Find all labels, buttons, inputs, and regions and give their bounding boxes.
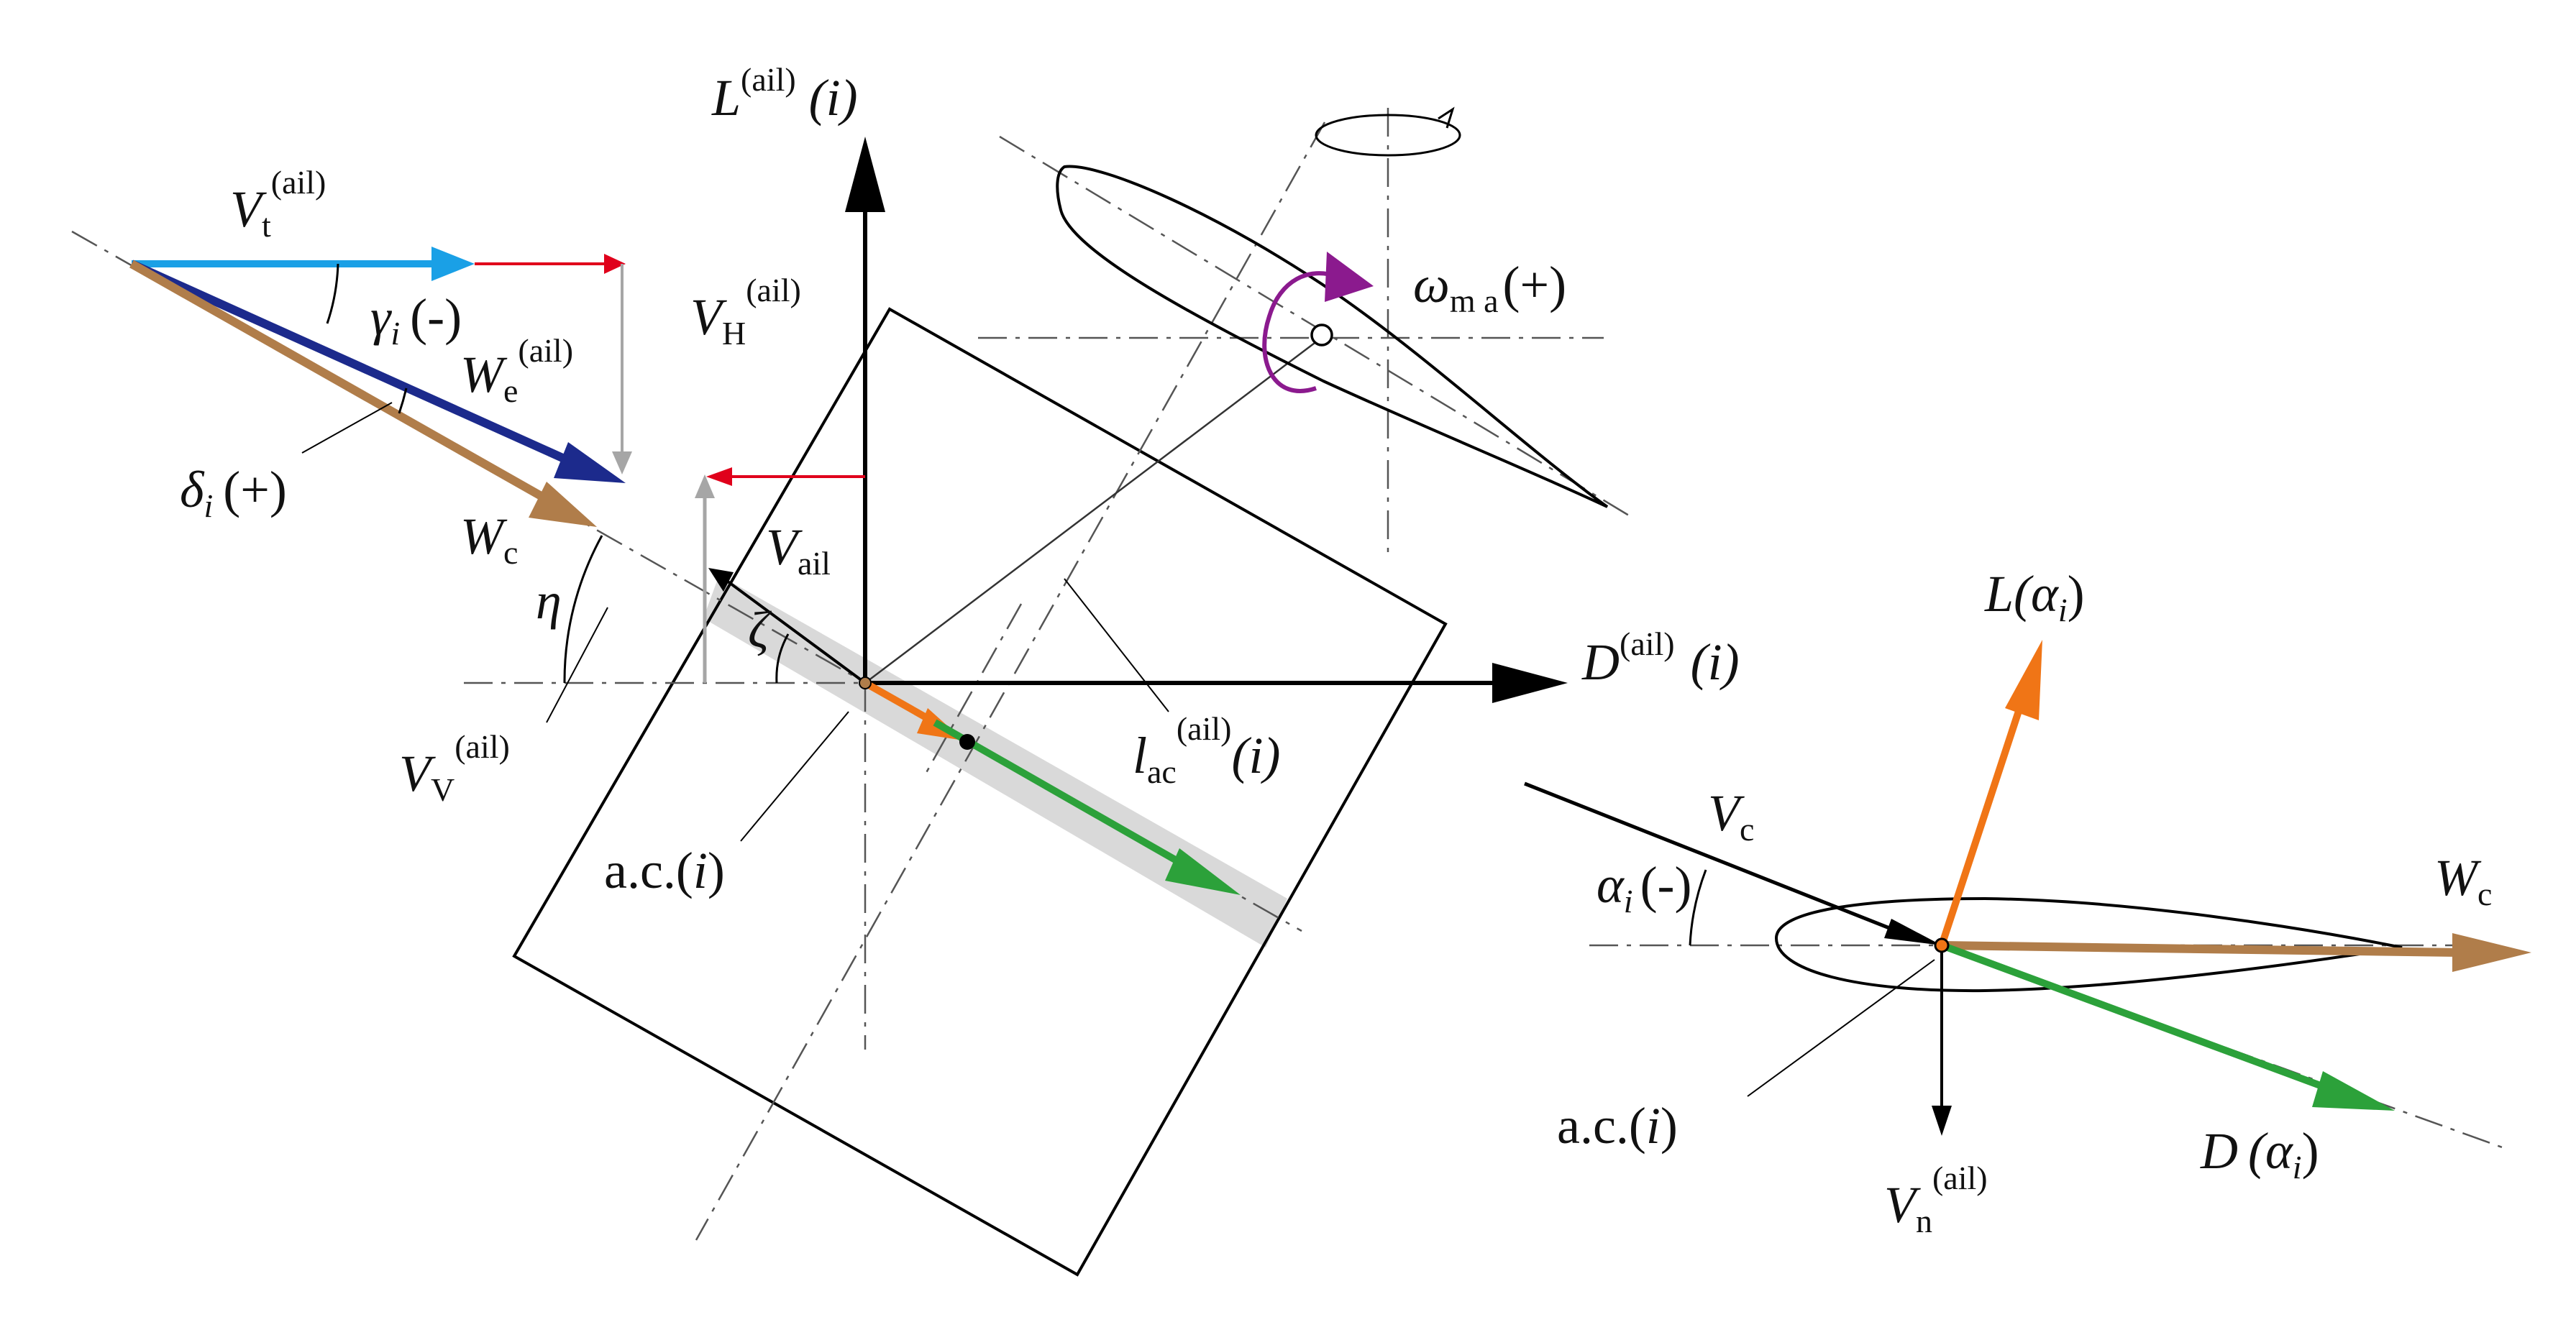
top-airfoil-group <box>978 106 1633 561</box>
label-l-ac: lac(ail)(i) <box>1133 710 1280 790</box>
label-eta: η <box>536 572 562 630</box>
centre-construction <box>71 121 1448 1277</box>
v-c-arrow <box>1524 781 1906 937</box>
w-c-left-arrow <box>129 260 556 508</box>
blade-plane-rectangle <box>512 307 1448 1277</box>
rotation-indicator-ellipse <box>1315 114 1461 157</box>
gamma-angle-arc <box>326 263 339 324</box>
label-alpha: αi(-) <box>1597 856 1692 919</box>
omega-rotation-arc <box>1262 271 1339 393</box>
velocity-triangle <box>129 247 632 527</box>
w-e-arrow <box>129 260 577 468</box>
flow-band <box>703 575 1287 947</box>
secondary-axis <box>923 603 1023 777</box>
green-force-arrow <box>933 719 1189 870</box>
zeta-angle-arc <box>775 633 790 684</box>
label-v-h: VH(ail) <box>690 272 801 352</box>
label-ac-left: a.c.(i) <box>604 842 725 899</box>
l-alpha-arrow <box>1938 703 2024 947</box>
ac-point-right <box>1934 937 1950 953</box>
w-c-right-arrow <box>1941 941 2460 957</box>
label-d-alpha: D(αi) <box>2200 1122 2319 1185</box>
label-l-alpha: L(αi) <box>1984 565 2085 628</box>
centre-forces <box>546 137 1568 895</box>
label-zeta: ζ <box>748 601 772 658</box>
label-v-v: VV(ail) <box>399 728 510 808</box>
d-alpha-arrow <box>1940 942 2331 1093</box>
label-v-n: Vn(ail) <box>1884 1160 1988 1239</box>
l-ac-point <box>959 734 975 750</box>
label-w-c-right: Wc <box>2434 849 2492 912</box>
label-ac-right: a.c.(i) <box>1557 1097 1678 1155</box>
label-w-c-left: Wc <box>460 508 518 571</box>
label-drag: D(ail)(i) <box>1581 625 1740 691</box>
delta-angle-arc <box>398 387 408 414</box>
label-v-c: Vc <box>1708 784 1754 848</box>
alpha-angle-arc <box>1689 869 1707 946</box>
spanwise-axis <box>695 121 1326 1241</box>
label-w-e: We(ail) <box>460 332 573 409</box>
label-omega: ωm a(+) <box>1413 256 1566 319</box>
omega-arrowhead <box>1325 252 1374 302</box>
label-v-ail: Vail <box>766 518 831 582</box>
label-lift: L(ail)(i) <box>711 61 858 127</box>
label-v-t: Vt(ail) <box>230 164 326 244</box>
orange-force-arrow <box>863 679 937 726</box>
pitch-axis-point <box>1310 323 1333 347</box>
ac-center-guide <box>864 336 1324 684</box>
top-airfoil-outline <box>1056 165 1609 508</box>
label-delta: δi(+) <box>180 461 287 524</box>
label-gamma: γi(-) <box>370 288 462 352</box>
v-ail-arrow <box>718 574 867 684</box>
eta-angle-arc <box>563 535 603 684</box>
right-forces <box>1524 640 2531 1136</box>
ac-point-centre <box>859 676 872 689</box>
